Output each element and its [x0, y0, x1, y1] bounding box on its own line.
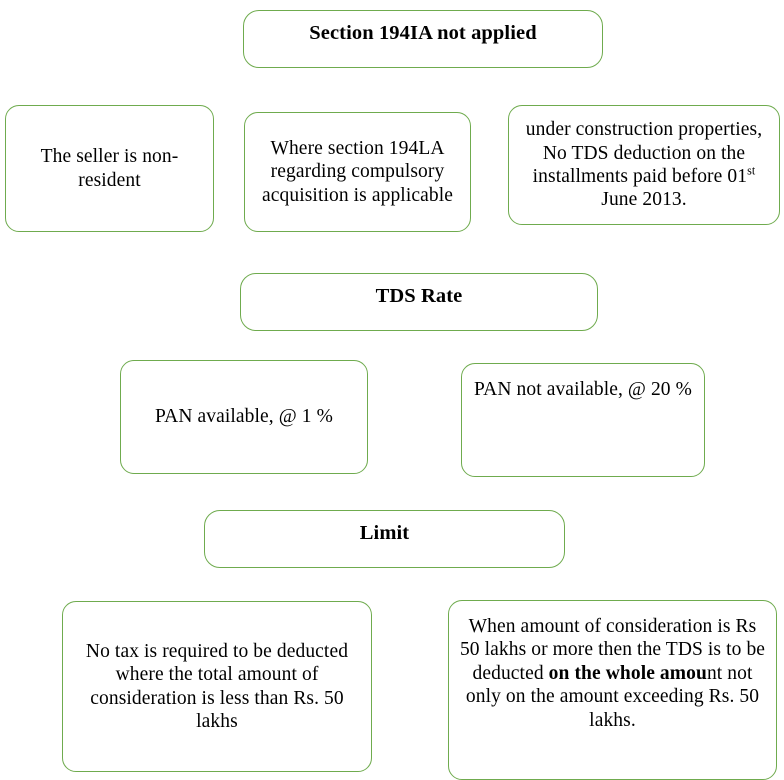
node-under-construction-properties: under construction properties,No TDS ded… [508, 105, 780, 225]
node-label: under construction properties,No TDS ded… [517, 118, 771, 212]
node-label: PAN not available, @ 20 % [474, 379, 692, 400]
node-pan-not-available: PAN not available, @ 20 % [461, 363, 705, 477]
under-construction-line-3: installments paid before 01 [532, 166, 748, 187]
whole-amount-text-start: When amount of consideration is Rs 50 la… [459, 616, 766, 684]
whole-amount-text-end: nt not only on the amount exceeding Rs. … [465, 662, 760, 731]
whole-amount-emphasis: on the whole amou [548, 662, 707, 684]
node-limit-header: Limit [204, 510, 565, 568]
node-label: TDS Rate [375, 285, 463, 307]
node-label: Limit [359, 522, 410, 544]
node-pan-available: PAN available, @ 1 % [120, 360, 368, 474]
node-whole-amount-rule: When amount of consideration is Rs 50 la… [448, 600, 777, 780]
node-section-194ia-header: Section 194IA not applied [243, 10, 603, 68]
under-construction-line-2: No TDS deduction on the [542, 142, 746, 164]
ordinal-suffix: st [747, 163, 756, 178]
node-seller-non-resident: The seller is non-resident [5, 105, 214, 232]
node-label: The seller is non-resident [40, 146, 179, 191]
node-label: When amount of consideration is Rs 50 la… [457, 601, 768, 732]
node-label: No tax is required to be deducted where … [85, 640, 349, 732]
node-tds-rate-header: TDS Rate [240, 273, 598, 331]
node-no-tax-required: No tax is required to be deducted where … [62, 601, 372, 772]
node-label: Where section 194LA regarding compulsory… [262, 137, 453, 206]
node-label: PAN available, @ 1 % [155, 406, 333, 428]
under-construction-line-4: June 2013. [601, 189, 687, 211]
under-construction-line-1: under construction properties, [525, 119, 763, 141]
node-section-194la: Where section 194LA regarding compulsory… [244, 112, 471, 232]
node-label: Section 194IA not applied [309, 22, 537, 44]
